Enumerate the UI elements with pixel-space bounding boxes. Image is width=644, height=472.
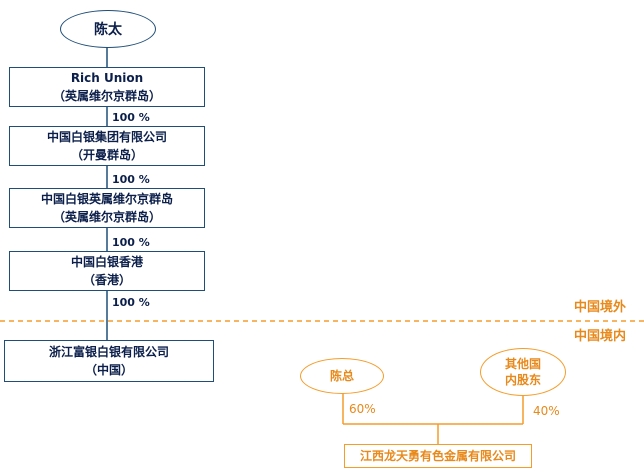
node-name: 中国白银英属维尔京群岛 [40,192,173,206]
company-node: 江西龙天勇有色金属有限公司 [344,444,532,468]
node-name: 中国白银香港 [70,255,143,269]
pct-label-3: 100 % [112,236,150,249]
top-person-node: 陈太 [60,10,156,48]
chain-node-rich-union: Rich Union （英属维尔京群岛） [9,67,205,107]
node-name: Rich Union [70,71,144,85]
pct-a-label: 60% [349,402,376,416]
pct-b-label: 40% [533,404,560,418]
shareholder-b-line1: 其他国 [504,357,541,371]
shareholder-a-node: 陈总 [300,358,384,394]
node-jurisdiction: （英属维尔京群岛） [52,89,161,103]
shareholder-a-label: 陈总 [329,369,354,383]
node-jurisdiction: （中国） [84,363,133,377]
pct-label-4: 100 % [112,296,150,309]
node-name: 中国白银集团有限公司 [46,130,167,144]
onshore-entity-node: 浙江富银白银有限公司 （中国） [4,340,214,382]
offshore-label: 中国境外 [574,300,627,315]
node-jurisdiction: （英属维尔京群岛） [52,210,161,224]
chain-node-silver-group: 中国白银集团有限公司 （开曼群岛） [9,126,205,166]
pct-label-1: 100 % [112,111,150,124]
chain-node-silver-hk: 中国白银香港 （香港） [9,251,205,291]
onshore-label: 中国境内 [574,329,627,344]
company-label: 江西龙天勇有色金属有限公司 [359,449,516,463]
shareholder-b-line2: 内股东 [504,373,541,387]
top-person-label: 陈太 [94,22,122,38]
chain-node-silver-bvi: 中国白银英属维尔京群岛 （英属维尔京群岛） [9,188,205,228]
shareholder-b-node: 其他国 内股东 [480,348,566,396]
node-name: 浙江富银白银有限公司 [48,345,169,359]
pct-label-2: 100 % [112,173,150,186]
node-jurisdiction: （香港） [82,273,131,287]
node-jurisdiction: （开曼群岛） [70,148,143,162]
